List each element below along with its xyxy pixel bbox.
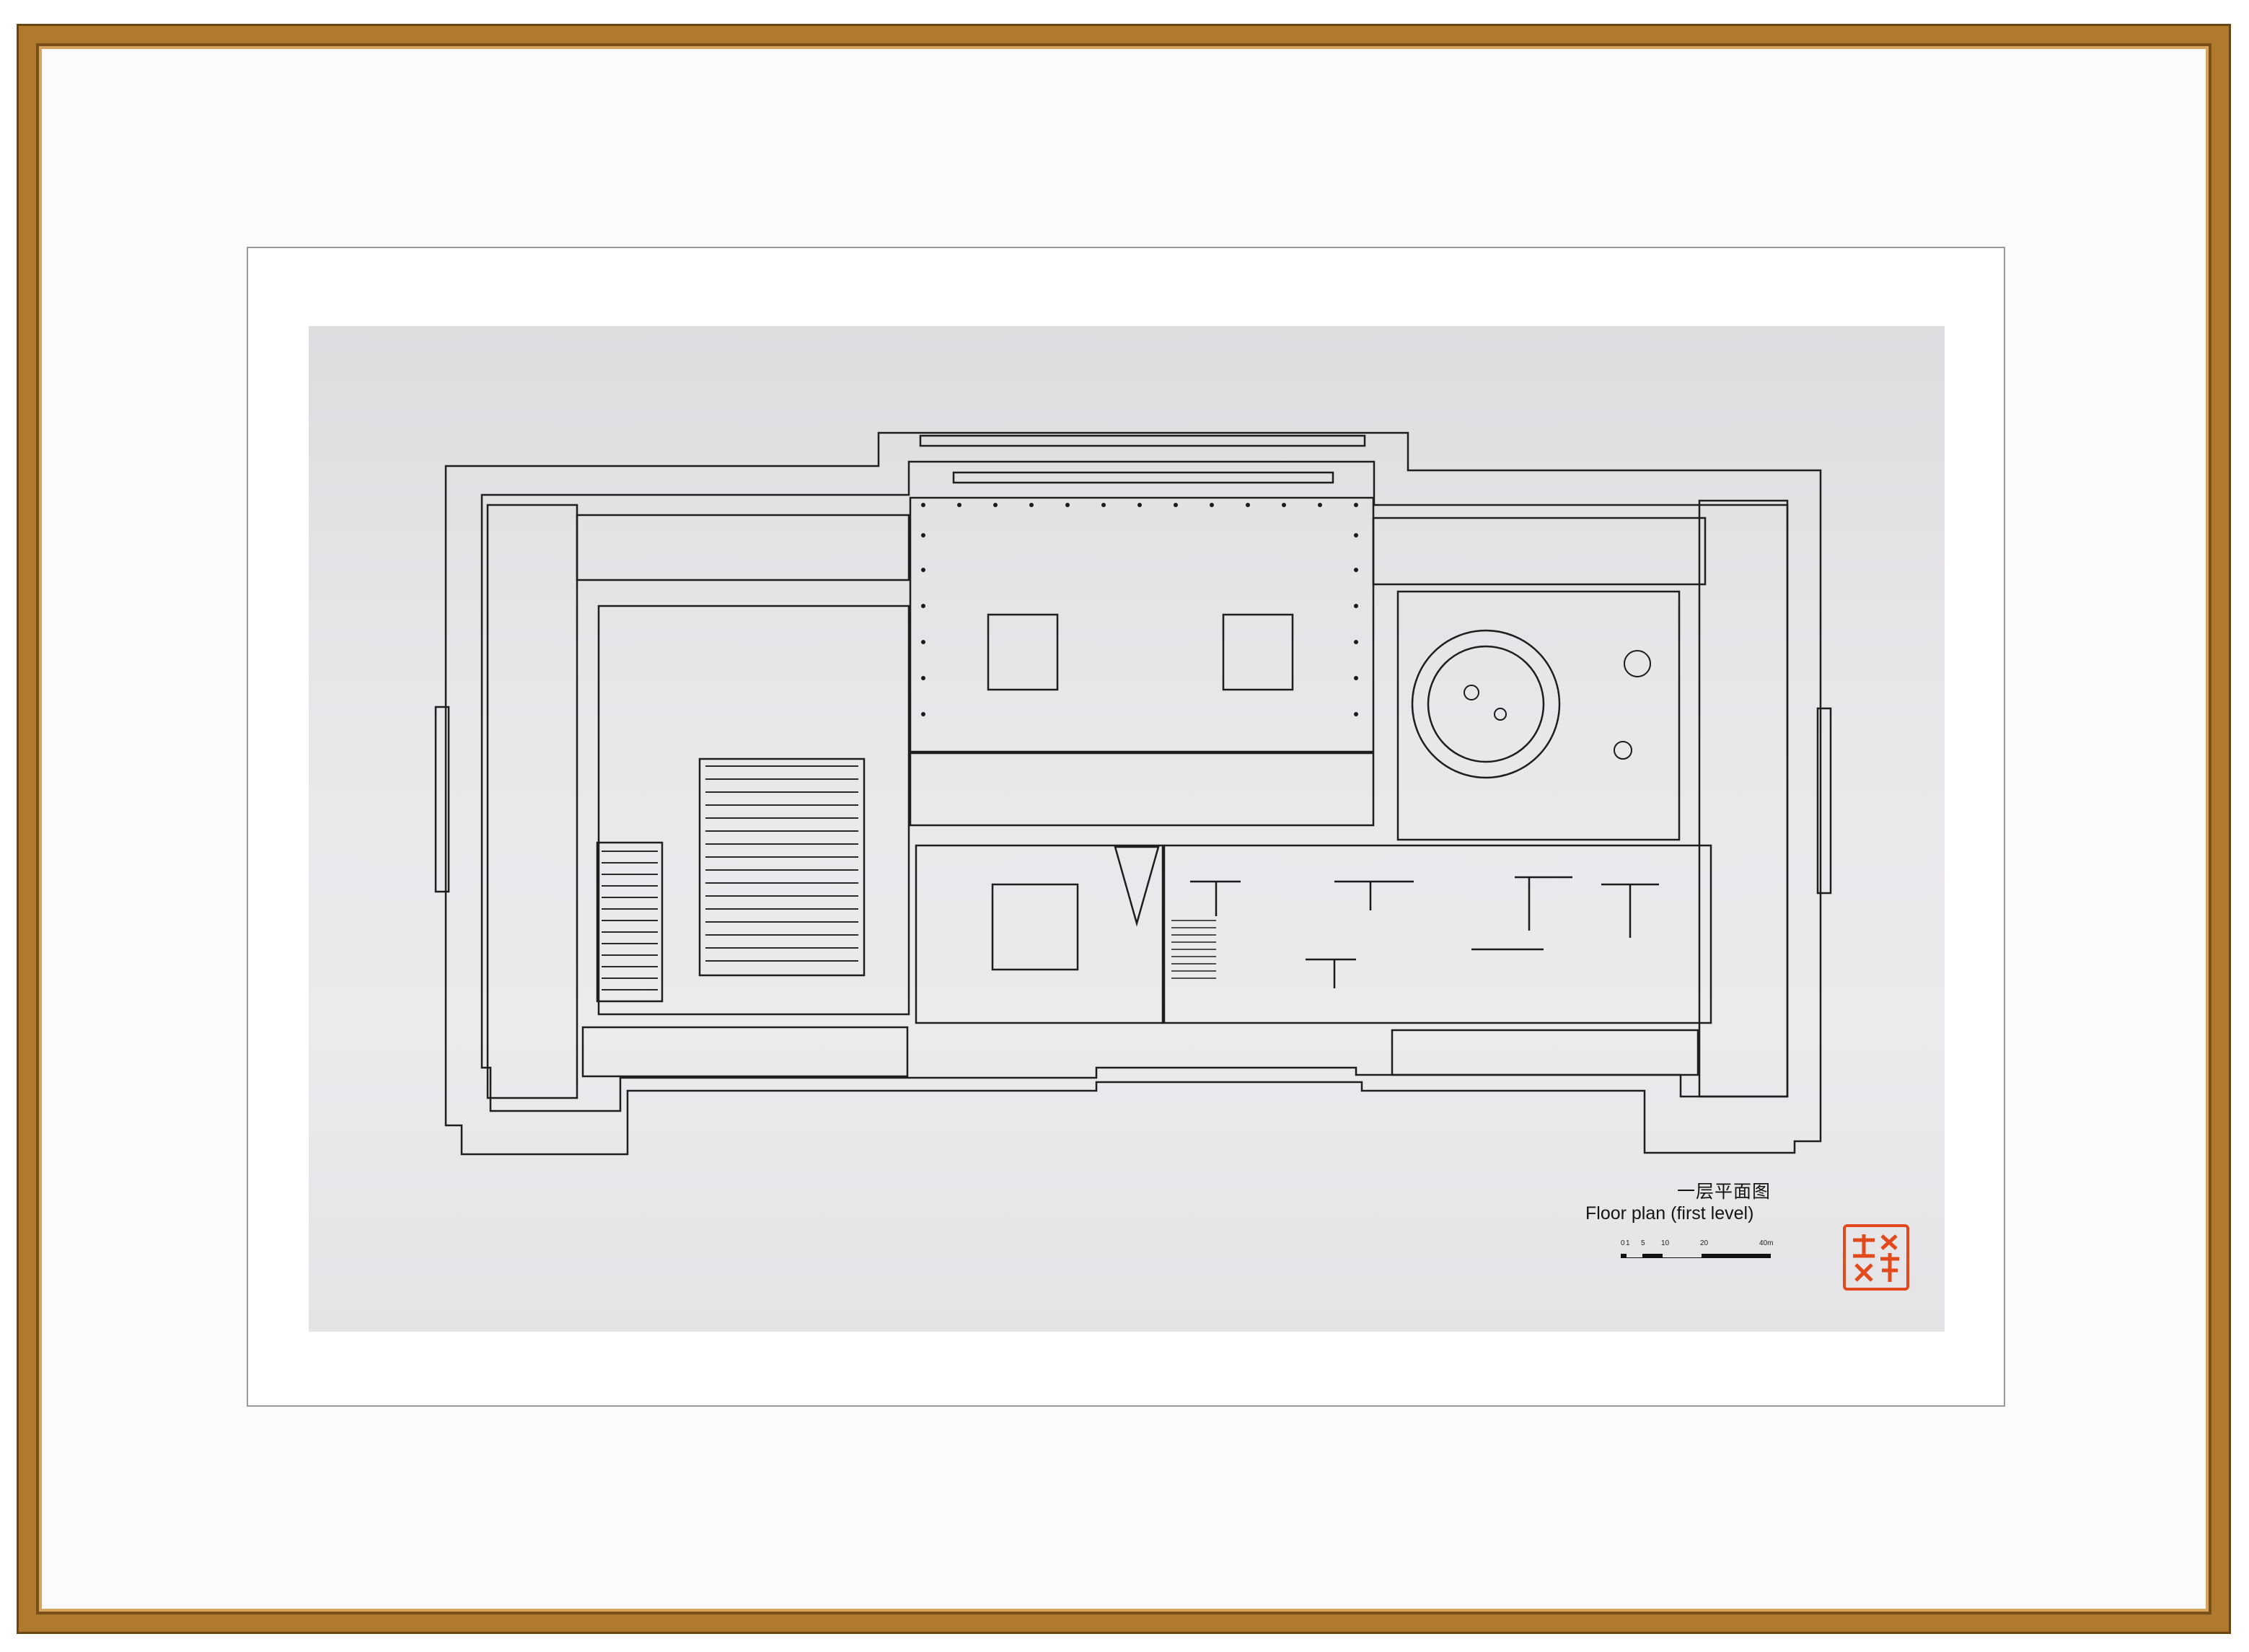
central-rooms-row <box>909 752 1375 827</box>
scale-label: 0 <box>1621 1239 1625 1247</box>
plan-title-chinese: 一层平面图 <box>1677 1181 1772 1202</box>
south-wing-band <box>581 1026 909 1078</box>
top-canopy-inner <box>952 471 1334 484</box>
hall-void-right <box>1222 613 1294 691</box>
north-east-band <box>1372 517 1707 586</box>
grand-stair <box>1171 920 1216 979</box>
inner-outline <box>480 460 1789 1112</box>
top-canopy <box>919 434 1366 447</box>
seal-glyph <box>1853 1234 1899 1282</box>
long-gallery <box>1163 844 1712 1024</box>
rotunda-inner <box>1427 645 1545 763</box>
auditorium-seating-main <box>698 757 866 977</box>
building-outline <box>444 431 1822 1156</box>
rotunda-features <box>1464 650 1651 760</box>
south-east-band <box>1391 1029 1699 1076</box>
rotunda <box>1411 629 1561 779</box>
atrium-triangle <box>1114 845 1160 927</box>
scale-label: 10 <box>1661 1239 1670 1247</box>
east-court <box>1396 590 1681 841</box>
scale-bar-labels: 0 1 5 10 20 40m <box>1621 1239 1779 1252</box>
auditorium-seat-lines <box>705 765 858 962</box>
north-wing-band <box>576 514 910 581</box>
auditorium-seating-left <box>596 841 664 1003</box>
left-wing-west <box>486 504 578 1099</box>
scale-label: 40m <box>1759 1239 1774 1247</box>
left-entrance <box>434 706 450 893</box>
floor-plan-print <box>309 326 1945 1332</box>
gallery-exhibits <box>1190 876 1659 988</box>
scale-label: 5 <box>1641 1239 1645 1247</box>
scale-label: 20 <box>1700 1239 1709 1247</box>
south-central-block <box>915 844 1164 1024</box>
scale-bar-graphic <box>1621 1254 1779 1260</box>
scale-bar: 0 1 5 10 20 40m <box>1621 1239 1779 1260</box>
right-entrance <box>1816 707 1832 895</box>
hall-void-left <box>987 613 1059 691</box>
artist-seal-stamp <box>1843 1224 1909 1291</box>
left-auditorium <box>597 605 910 1016</box>
east-wing <box>1698 499 1789 1098</box>
south-central-court <box>991 883 1079 971</box>
central-hall <box>909 496 1375 753</box>
column-grid <box>921 503 1358 716</box>
plan-title-english: Floor plan (first level) <box>1585 1203 1754 1223</box>
scale-label: 1 <box>1626 1239 1630 1247</box>
left-seat-lines <box>602 851 658 990</box>
